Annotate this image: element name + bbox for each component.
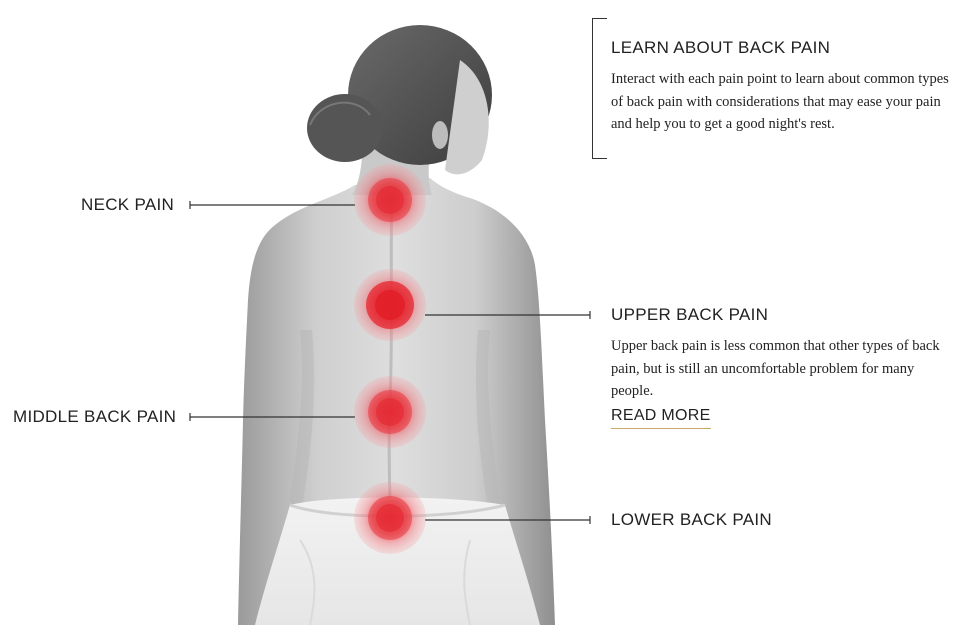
- lower-back-pain-point[interactable]: [354, 482, 426, 554]
- middle-back-pain-label[interactable]: MIDDLE BACK PAIN: [13, 407, 177, 426]
- upper-back-pain-label[interactable]: UPPER BACK PAIN: [611, 305, 769, 324]
- intro-bracket: [592, 18, 607, 159]
- read-more-link[interactable]: READ MORE: [611, 407, 711, 429]
- intro-text: Interact with each pain point to learn a…: [611, 71, 949, 132]
- upper-back-description: Upper back pain is less common that othe…: [611, 338, 940, 399]
- intro-heading: LEARN ABOUT BACK PAIN: [611, 38, 831, 57]
- connector-lines: [189, 201, 591, 524]
- upper-back-pain-point[interactable]: [354, 269, 426, 341]
- neck-pain-label[interactable]: NECK PAIN: [81, 195, 175, 214]
- neck-pain-point[interactable]: [354, 164, 426, 236]
- middle-back-pain-point[interactable]: [354, 376, 426, 448]
- skirt-shape: [255, 497, 540, 625]
- lower-back-pain-label[interactable]: LOWER BACK PAIN: [611, 510, 772, 529]
